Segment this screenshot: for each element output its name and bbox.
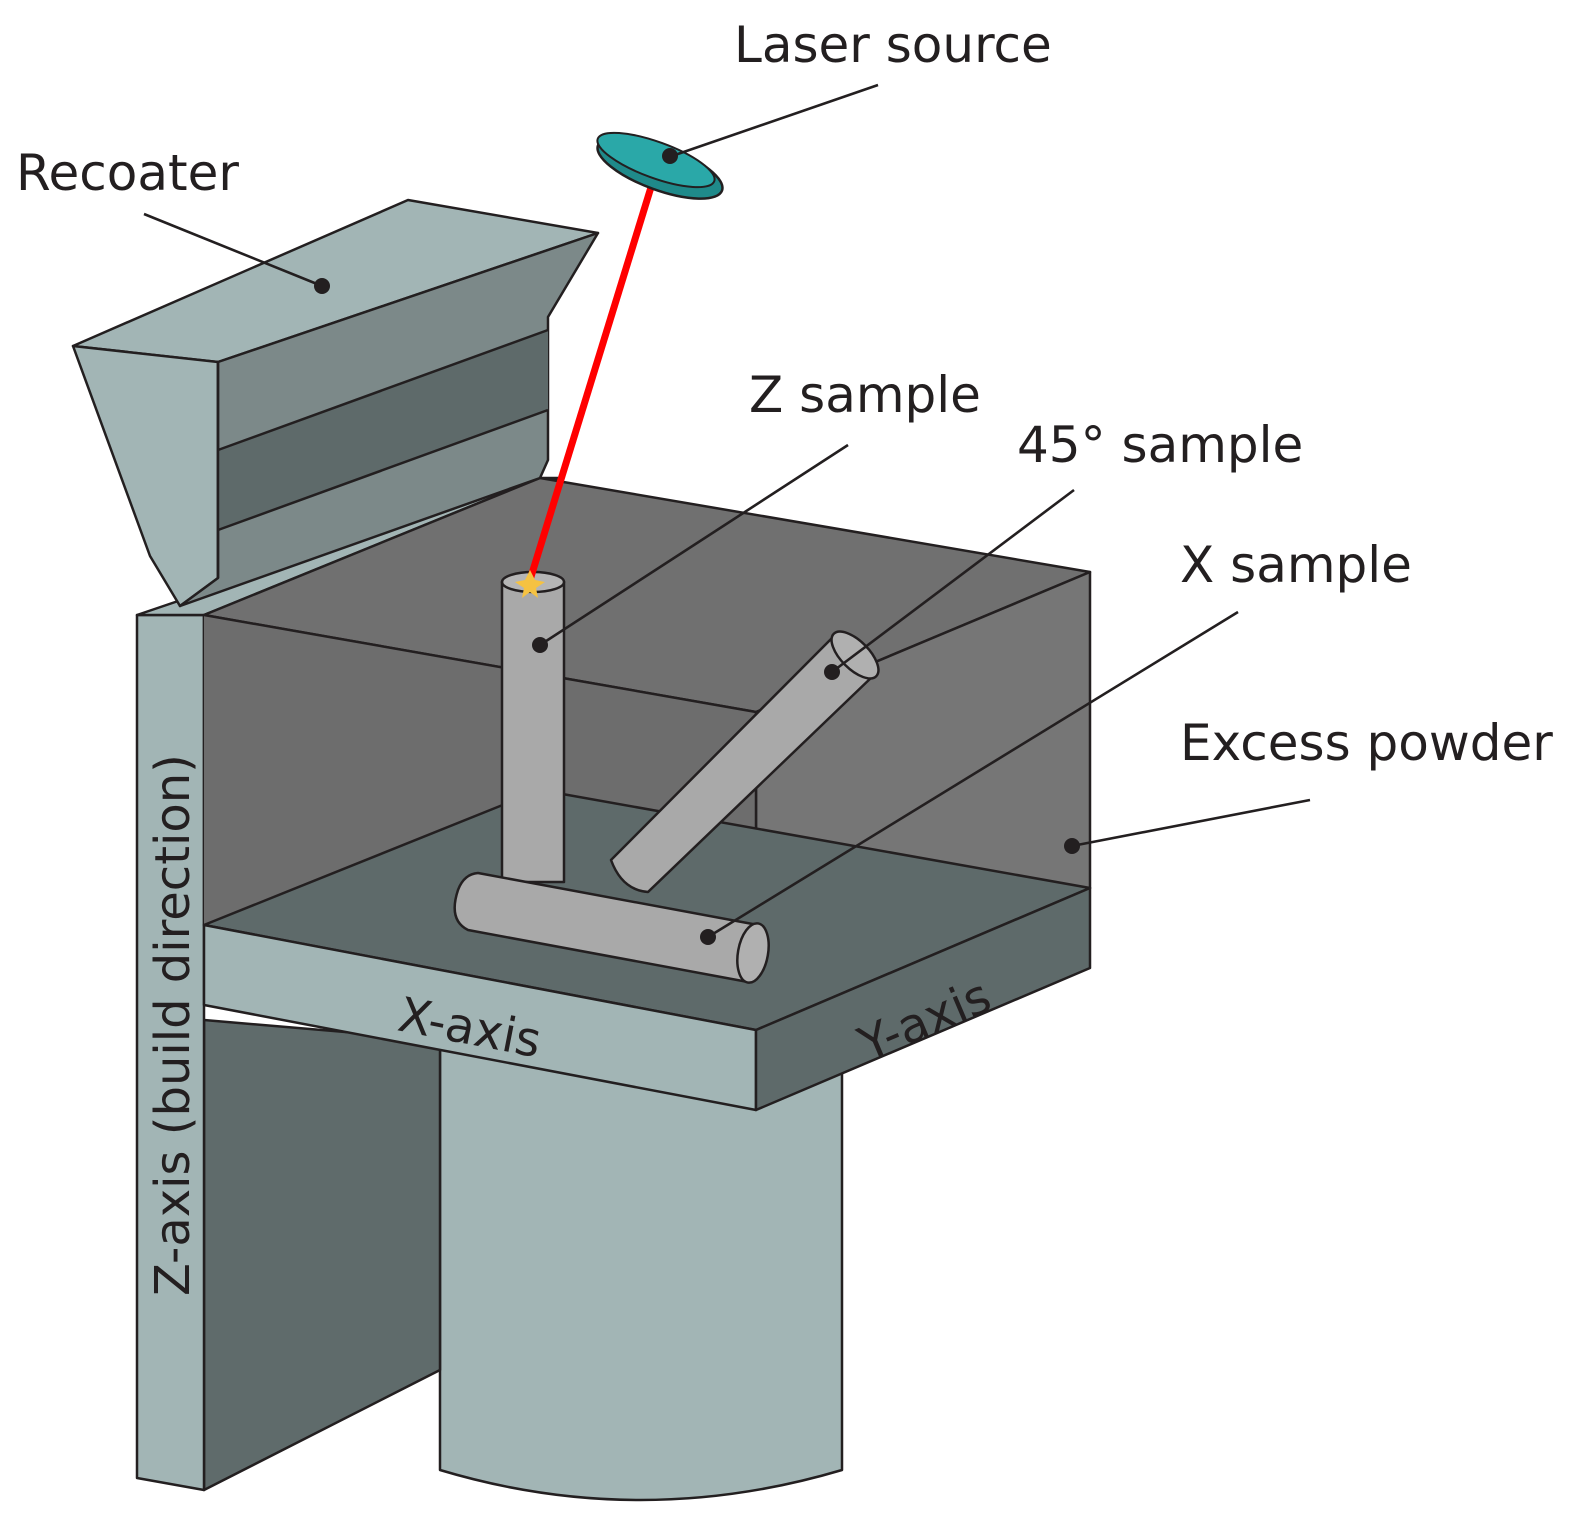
z-axis-label: Z-axis (build direction) bbox=[145, 754, 201, 1296]
recoater-label: Recoater bbox=[16, 144, 239, 202]
z-sample-label: Z sample bbox=[749, 366, 981, 424]
build-piston bbox=[438, 1038, 844, 1502]
sample-45-label: 45° sample bbox=[1017, 416, 1303, 474]
callout-leaders bbox=[143, 83, 1311, 945]
recoater bbox=[71, 198, 600, 608]
build-plate bbox=[202, 788, 1092, 1112]
laser-beam bbox=[515, 182, 656, 598]
x-sample-label: X sample bbox=[1180, 536, 1412, 594]
z-sample bbox=[500, 570, 566, 884]
laser-source-label: Laser source bbox=[734, 16, 1052, 74]
excess-powder-label: Excess powder bbox=[1180, 714, 1553, 772]
laser-source bbox=[596, 131, 724, 200]
x-sample bbox=[453, 871, 770, 984]
